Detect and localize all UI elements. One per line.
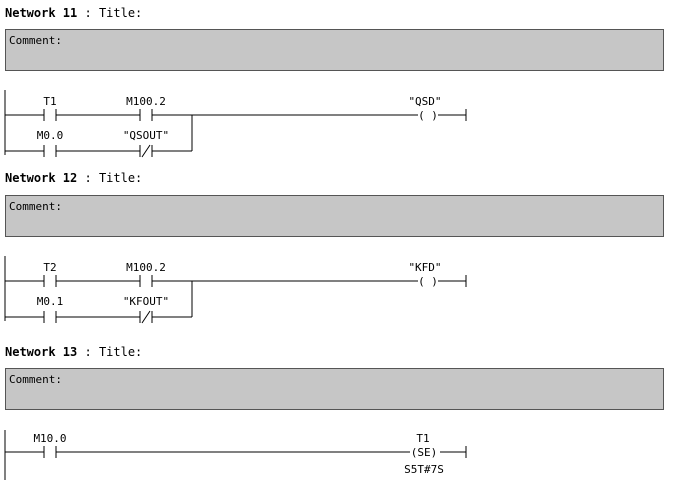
contact-t2[interactable]	[43, 275, 57, 287]
network-11-comment-label: Comment:	[9, 34, 62, 47]
network-11-sep: :	[77, 6, 99, 20]
contact-m100-2[interactable]	[139, 109, 153, 121]
timer-t1-label: T1	[416, 432, 429, 445]
network-13-sep: :	[77, 345, 99, 359]
network-11-comment-box[interactable]: Comment:	[5, 29, 664, 71]
network-11-title: Title:	[98, 6, 143, 20]
network-13-header: Network 13 : Title:	[5, 345, 142, 359]
coil-kfd[interactable]: ( )	[418, 275, 438, 288]
network-13-ladder: M10.0 T1 (SE) S5T#7S	[4, 430, 467, 480]
network-11-header: Network 11 : Title:	[5, 6, 142, 20]
network-13-label: Network 13	[5, 345, 78, 359]
network-12-comment-label: Comment:	[9, 200, 62, 213]
network-12-sep: :	[77, 171, 99, 185]
network-13-comment-box[interactable]: Comment:	[5, 368, 664, 410]
network-13-title: Title:	[98, 345, 143, 359]
contact-qsout-label: "QSOUT"	[123, 129, 169, 142]
contact-t1-label: T1	[43, 95, 56, 108]
contact-t2-label: T2	[43, 261, 56, 274]
network-13-comment-label: Comment:	[9, 373, 62, 386]
contact-m0-1[interactable]	[43, 311, 57, 323]
contact-m10-0[interactable]	[43, 446, 57, 458]
coil-qsd-label: "QSD"	[408, 95, 441, 108]
timer-se-coil[interactable]: (SE)	[411, 446, 438, 459]
timer-preset-value: S5T#7S	[404, 463, 444, 476]
network-12-comment-box[interactable]: Comment:	[5, 195, 664, 237]
contact-m0-0[interactable]	[43, 145, 57, 157]
contact-m100-2-label: M100.2	[126, 95, 166, 108]
network-11-ladder: T1 M100.2 "QSD" ( ) M0.0 "QSOUT"	[4, 90, 467, 158]
network-12-header: Network 12 : Title:	[5, 171, 142, 185]
coil-kfd-label: "KFD"	[408, 261, 441, 274]
network-12-label: Network 12	[5, 171, 78, 185]
contact-m10-0-label: M10.0	[33, 432, 66, 445]
network-11-label: Network 11	[5, 6, 78, 20]
contact-kfout-nc[interactable]	[139, 310, 153, 324]
contact-kfout-label: "KFOUT"	[123, 295, 169, 308]
contact-m0-0-label: M0.0	[37, 129, 64, 142]
contact-m100-2[interactable]	[139, 275, 153, 287]
coil-qsd[interactable]: ( )	[418, 109, 438, 122]
contact-t1[interactable]	[43, 109, 57, 121]
contact-m0-1-label: M0.1	[37, 295, 64, 308]
network-12-title: Title:	[98, 171, 143, 185]
contact-qsout-nc[interactable]	[139, 144, 153, 158]
contact-m100-2-label: M100.2	[126, 261, 166, 274]
network-12-ladder: T2 M100.2 "KFD" ( ) M0.1 "KFOUT"	[4, 256, 467, 324]
